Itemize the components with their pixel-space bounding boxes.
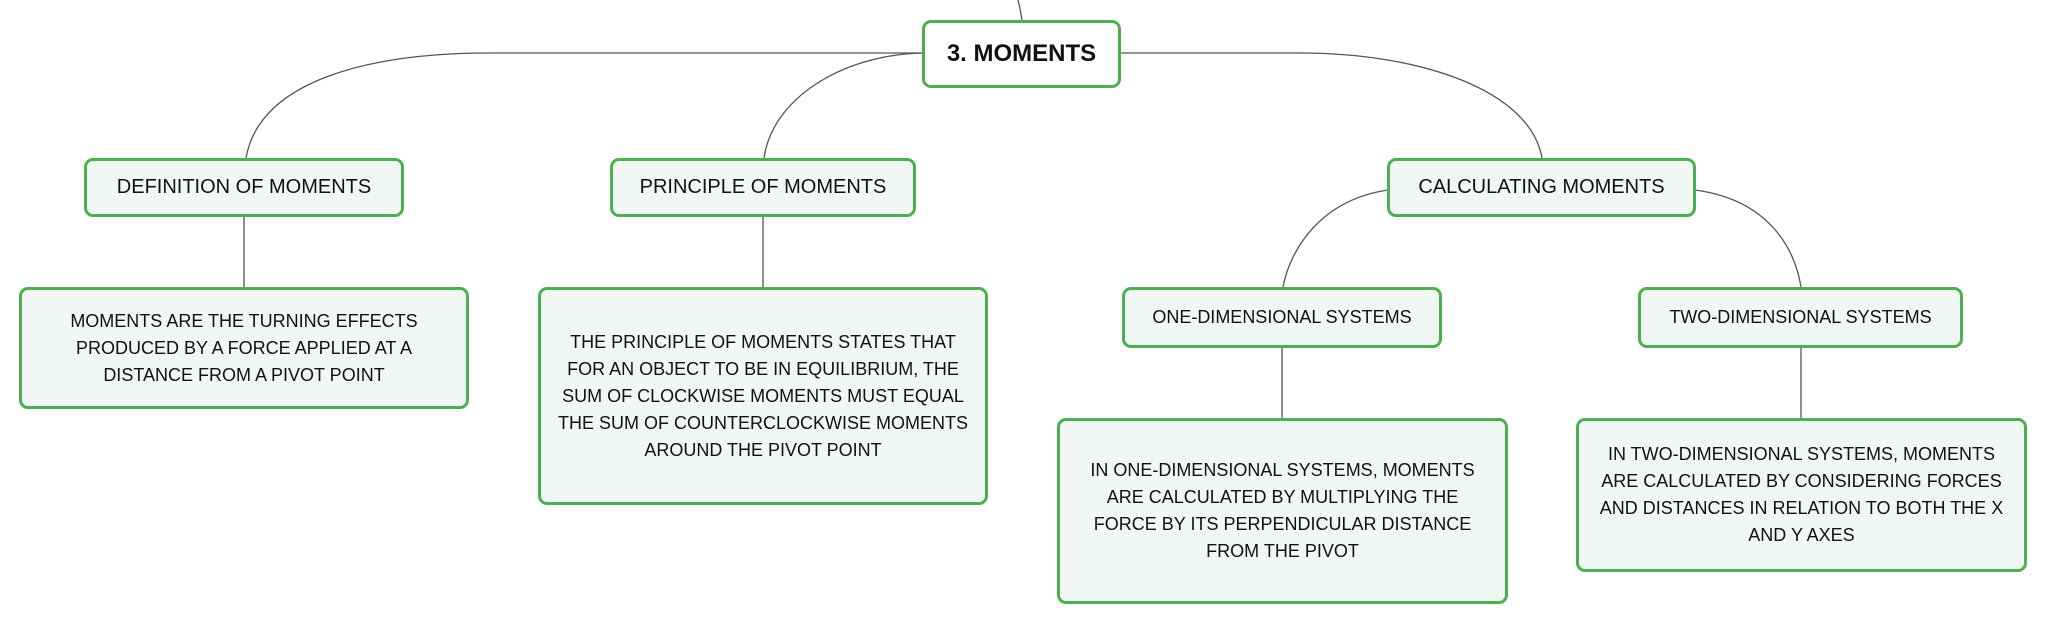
- topic-node-principle-label: PRINCIPLE OF MOMENTS: [639, 176, 887, 198]
- two-dimensional-text-node[interactable]: IN TWO-DIMENSIONAL SYSTEMS, MOMENTS ARE …: [1576, 418, 2027, 572]
- two-dimensional-text: IN TWO-DIMENSIONAL SYSTEMS, MOMENTS ARE …: [1599, 444, 2004, 545]
- subtopic-node-one-dimensional-label: ONE-DIMENSIONAL SYSTEMS: [1152, 307, 1412, 327]
- root-node-label: 3. MOMENTS: [946, 40, 1097, 67]
- topic-node-principle[interactable]: PRINCIPLE OF MOMENTS: [610, 158, 916, 217]
- principle-text: THE PRINCIPLE OF MOMENTS STATES THAT FOR…: [557, 331, 968, 460]
- topic-node-definition-label: DEFINITION OF MOMENTS: [116, 176, 372, 198]
- connector-root-to-principle: [763, 52, 923, 159]
- one-dimensional-text: IN ONE-DIMENSIONAL SYSTEMS, MOMENTS ARE …: [1090, 460, 1475, 561]
- connector-calculating-to-two-dimensional: [1694, 189, 1802, 288]
- connector-root-incoming: [1017, 0, 1023, 21]
- connector-root-to-calculating: [1120, 52, 1543, 159]
- definition-text-node[interactable]: MOMENTS ARE THE TURNING EFFECTS PRODUCED…: [19, 287, 469, 409]
- definition-text: MOMENTS ARE THE TURNING EFFECTS PRODUCED…: [70, 310, 418, 385]
- topic-node-calculating-label: CALCULATING MOMENTS: [1418, 176, 1665, 198]
- topic-node-definition[interactable]: DEFINITION OF MOMENTS: [84, 158, 404, 217]
- connector-root-to-definition: [245, 52, 922, 159]
- subtopic-node-two-dimensional-label: TWO-DIMENSIONAL SYSTEMS: [1669, 307, 1932, 327]
- connector-calculating-to-one-dimensional: [1282, 189, 1389, 288]
- topic-node-calculating[interactable]: CALCULATING MOMENTS: [1387, 158, 1696, 217]
- root-node-moments[interactable]: 3. MOMENTS: [922, 20, 1121, 88]
- subtopic-node-one-dimensional[interactable]: ONE-DIMENSIONAL SYSTEMS: [1122, 287, 1442, 348]
- subtopic-node-two-dimensional[interactable]: TWO-DIMENSIONAL SYSTEMS: [1638, 287, 1963, 348]
- one-dimensional-text-node[interactable]: IN ONE-DIMENSIONAL SYSTEMS, MOMENTS ARE …: [1057, 418, 1508, 604]
- principle-text-node[interactable]: THE PRINCIPLE OF MOMENTS STATES THAT FOR…: [538, 287, 988, 505]
